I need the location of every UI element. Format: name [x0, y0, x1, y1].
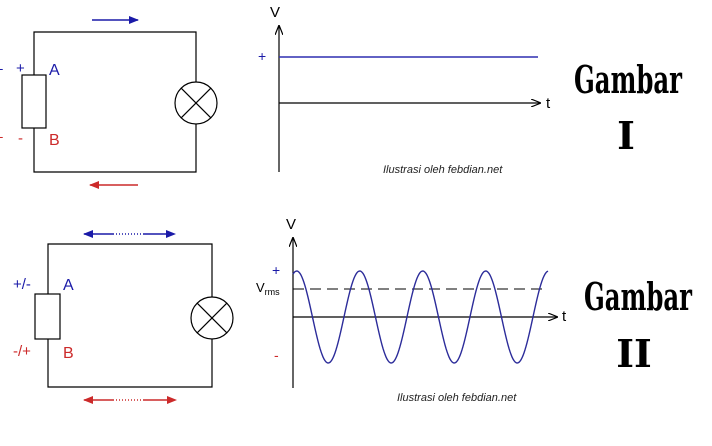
title-gambar-1: Gambar I	[574, 57, 683, 158]
dc-graph: V t + Ilustrasi oleh febdian.net	[258, 4, 551, 176]
dc-plus-level-label: +	[258, 48, 266, 64]
dc-plus-label: +	[16, 60, 25, 77]
dc-edge-minus-mark: -	[0, 129, 3, 144]
ac-vrms-label: Vrms	[256, 280, 280, 297]
title-1-word: Gambar	[574, 57, 683, 102]
dc-v-axis-label: V	[270, 4, 280, 21]
ac-v-axis-label: V	[286, 216, 296, 233]
dc-minus-label: -	[18, 130, 23, 147]
ac-minus-plus-label: -/+	[13, 343, 31, 360]
dc-lamp-icon	[174, 81, 218, 125]
ac-credit: Ilustrasi oleh febdian.net	[397, 392, 517, 404]
ac-vrms-sub: rms	[265, 287, 280, 297]
dc-source	[21, 74, 47, 129]
ac-plus-level-label: +	[272, 262, 280, 278]
title-gambar-2: Gambar II	[584, 274, 693, 376]
dc-credit: Ilustrasi oleh febdian.net	[383, 164, 503, 176]
ac-lamp-icon	[190, 296, 234, 340]
dc-terminal-a: A	[49, 62, 60, 79]
dc-t-axis-label: t	[546, 95, 551, 112]
title-2-numeral: II	[616, 331, 652, 376]
ac-plus-minus-label: +/-	[13, 276, 31, 293]
dc-terminal-b: B	[49, 132, 60, 149]
ac-vrms-main: V	[256, 280, 265, 295]
ac-graph: V t + - Vrms Ilustrasi oleh febdian.net	[256, 216, 567, 404]
ac-circuit-wire	[47, 243, 213, 388]
ac-circuit: +/- -/+ A B	[13, 230, 234, 404]
ac-source	[34, 293, 61, 340]
title-1-numeral: I	[617, 113, 635, 158]
ac-minus-level-label: -	[274, 347, 279, 363]
dc-circuit-wire	[33, 31, 197, 173]
ac-terminal-a: A	[63, 277, 74, 294]
ac-terminal-b: B	[63, 345, 74, 362]
ac-t-axis-label: t	[562, 308, 567, 325]
dc-edge-plus-mark: -	[0, 61, 3, 76]
dc-circuit: - - + - A B	[0, 16, 218, 189]
title-2-word: Gambar	[584, 274, 693, 319]
ac-sine-wave	[292, 270, 549, 364]
